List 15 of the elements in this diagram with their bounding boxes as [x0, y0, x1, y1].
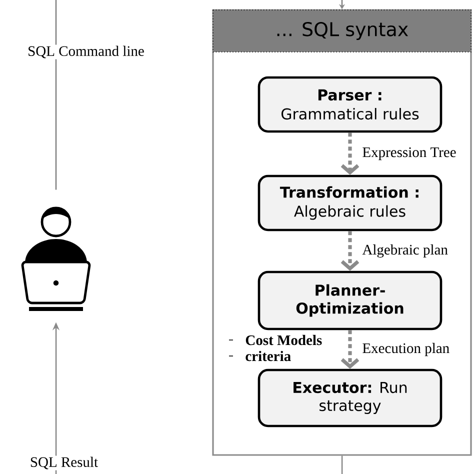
edge-label: Expression Tree: [361, 146, 458, 162]
process-box: Transformation : Algebraic rules: [258, 174, 442, 232]
arrow: [340, 330, 360, 369]
process-box: Planner- Optimization: [258, 270, 442, 330]
process-box: Executor: Run strategy: [258, 368, 442, 428]
arrow: [340, 132, 360, 175]
edge-label: Execution plan: [361, 342, 451, 358]
text-label: criteria: [246, 350, 291, 362]
edge-label: Algebraic plan: [361, 243, 449, 259]
text-label: Cost Models: [246, 334, 322, 346]
edge-label: SQL Command line: [26, 44, 146, 60]
arrow: [340, 231, 360, 271]
person-at-laptop-icon: [21, 206, 91, 311]
edge-label: SQL Result: [28, 456, 100, 470]
process-box: Parser : Grammatical rules: [258, 76, 442, 133]
